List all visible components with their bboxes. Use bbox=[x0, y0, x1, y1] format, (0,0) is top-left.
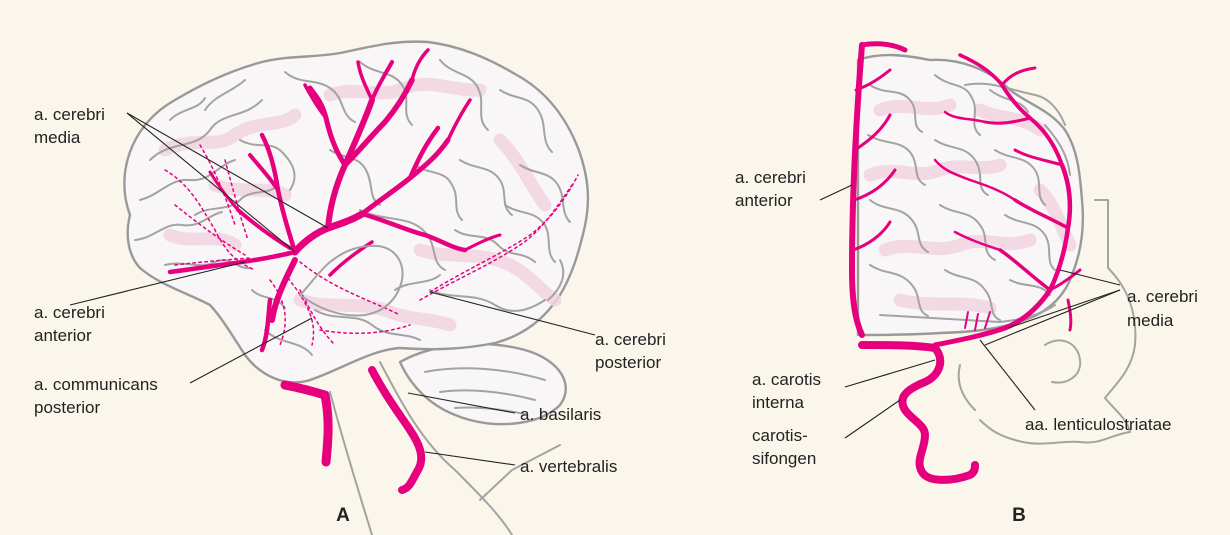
label-a-anterior-l2: anterior bbox=[34, 326, 92, 345]
panel-a-letter: A bbox=[336, 505, 350, 526]
label-b-lenticulostriatae: aa. lenticulostriatae bbox=[1025, 415, 1171, 434]
label-a-media-l1: a. cerebri bbox=[34, 105, 105, 124]
label-b-sifon-l1: carotis- bbox=[752, 426, 808, 445]
label-a-anterior-l1: a. cerebri bbox=[34, 303, 105, 322]
label-a-vertebralis: a. vertebralis bbox=[520, 457, 617, 476]
label-a-basilaris: a. basilaris bbox=[520, 405, 601, 424]
panel-b-coronal-view: a. cerebri anterior a. cerebri media a. … bbox=[735, 44, 1198, 526]
label-a-media-l2: media bbox=[34, 128, 81, 147]
label-b-sifon-l2: sifongen bbox=[752, 449, 816, 468]
label-b-carotis-l2: interna bbox=[752, 393, 805, 412]
vertebral-artery bbox=[372, 370, 421, 490]
label-b-media-l2: media bbox=[1127, 311, 1174, 330]
label-a-posterior-l2: posterior bbox=[595, 353, 661, 372]
label-a-communicans-l2: posterior bbox=[34, 398, 100, 417]
label-b-anterior-l2: anterior bbox=[735, 191, 793, 210]
internal-carotis-a bbox=[285, 385, 328, 462]
label-b-carotis-l1: a. carotis bbox=[752, 370, 821, 389]
label-a-communicans-l1: a. communicans bbox=[34, 375, 158, 394]
panel-b-letter: B bbox=[1012, 505, 1026, 526]
panel-a-lateral-view: a. cerebri media a. cerebri anterior a. … bbox=[34, 42, 666, 535]
label-a-posterior-l1: a. cerebri bbox=[595, 330, 666, 349]
label-b-anterior-l1: a. cerebri bbox=[735, 168, 806, 187]
label-b-media-l1: a. cerebri bbox=[1127, 287, 1198, 306]
